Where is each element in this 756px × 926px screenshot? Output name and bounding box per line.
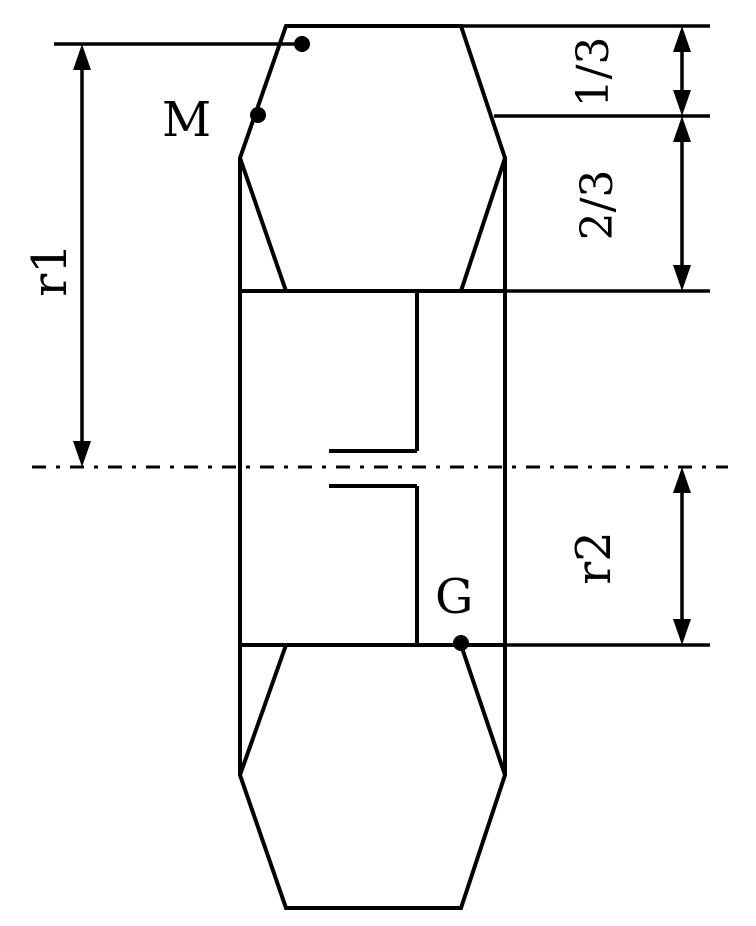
r2-arrow-bottom <box>673 619 691 645</box>
fraction-bottom-arrow-up <box>673 116 691 142</box>
radius-1-label: r1 <box>22 243 78 296</box>
fraction-bottom-arrow-down <box>673 265 691 291</box>
fraction-top-label: 1/3 <box>568 37 619 108</box>
point-g-label: G <box>435 569 473 625</box>
point-g-dot <box>453 635 469 651</box>
r2-arrow-top <box>673 467 691 493</box>
upper-inner-edge-left <box>238 157 288 292</box>
fraction-bottom-label: 2/3 <box>572 170 623 241</box>
fraction-top-arrow-down <box>673 90 691 116</box>
point-m-label: M <box>162 92 211 148</box>
lower-inner-edge-left <box>238 644 288 776</box>
r1-arrow-top <box>73 44 91 70</box>
point-m-top-dot <box>294 36 310 52</box>
lower-hex-profile <box>238 643 507 910</box>
point-m-dot <box>250 107 266 123</box>
lower-inner-edge-right <box>459 644 507 776</box>
upper-hex-profile <box>238 24 507 293</box>
radius-2-label: r2 <box>566 531 622 584</box>
fraction-top-arrow-up <box>673 26 691 52</box>
r1-arrow-bottom <box>73 441 91 467</box>
upper-inner-edge-right <box>459 157 507 292</box>
